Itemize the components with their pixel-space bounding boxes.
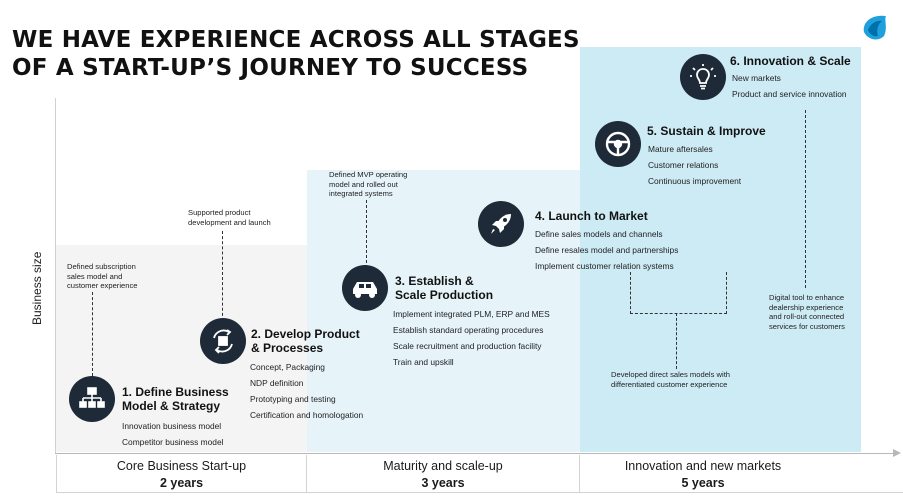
phase-name: Innovation and new markets: [624, 459, 782, 473]
list-item: Implement customer relation systems: [535, 261, 674, 271]
phase-name: Maturity and scale-up: [383, 459, 503, 473]
list-item: Implement integrated PLM, ERP and MES: [393, 309, 550, 319]
connector-line: [630, 313, 727, 314]
list-item: Certification and homologation: [250, 410, 364, 420]
step-6-items: New markets Product and service innovati…: [732, 70, 847, 102]
step-4-items: Define sales models and channels Define …: [535, 226, 678, 274]
connector-line: [92, 292, 93, 376]
list-item: New markets: [732, 73, 781, 83]
list-item: Define resales model and partnerships: [535, 245, 679, 255]
step-3-title: 3. Establish & Scale Production: [395, 274, 494, 302]
phase-innovation: Innovation and new markets 5 years: [580, 455, 903, 493]
phase-duration: 2 years: [159, 476, 204, 490]
step-1-title: 1. Define Business Model & Strategy: [122, 385, 229, 413]
step-6-title: 6. Innovation & Scale: [730, 54, 851, 68]
zone-innovation: [580, 47, 861, 452]
note-digital-tool: Digital tool to enhance dealership exper…: [769, 293, 845, 331]
gear-cycle-icon: [200, 318, 246, 364]
connector-line: [366, 200, 367, 268]
list-item: Train and upskill: [393, 357, 454, 367]
list-item: Define sales models and channels: [535, 229, 663, 239]
phase-maturity: Maturity and scale-up 3 years: [307, 455, 580, 493]
steering-wheel-icon: [595, 121, 641, 167]
list-item: Continuous improvement: [648, 176, 742, 186]
connector-line: [726, 272, 727, 314]
list-item: Mature aftersales: [648, 144, 713, 154]
note-supported: Supported product development and launch: [188, 208, 271, 227]
phase-core-startup: Core Business Start-up 2 years: [56, 455, 307, 493]
y-axis: [55, 98, 56, 454]
connector-line: [222, 231, 223, 321]
y-axis-label: Business size: [30, 251, 44, 325]
org-chart-icon: [69, 376, 115, 422]
phase-name: Core Business Start-up: [116, 459, 247, 473]
list-item: NDP definition: [250, 378, 304, 388]
note-mvp: Defined MVP operating model and rolled o…: [329, 170, 408, 198]
rocket-icon: [478, 201, 524, 247]
x-axis: [55, 453, 895, 454]
lightbulb-icon: [680, 54, 726, 100]
company-logo: [858, 10, 892, 44]
step-3-items: Implement integrated PLM, ERP and MES Es…: [393, 306, 550, 370]
list-item: Customer relations: [648, 160, 719, 170]
connector-line: [805, 110, 806, 288]
step-5-title: 5. Sustain & Improve: [647, 124, 766, 138]
step-2-items: Concept, Packaging NDP definition Protot…: [250, 359, 363, 423]
connector-line: [630, 272, 631, 314]
list-item: Scale recruitment and production facilit…: [393, 341, 542, 351]
list-item: Establish standard operating procedures: [393, 325, 544, 335]
list-item: Concept, Packaging: [250, 362, 325, 372]
zone-maturity: [307, 170, 580, 452]
list-item: Innovation business model: [122, 421, 222, 431]
phase-duration: 3 years: [421, 476, 465, 490]
step-1-items: Innovation business model Competitor bus…: [122, 418, 223, 450]
phase-duration: 5 years: [681, 476, 725, 490]
note-direct-sales: Developed direct sales models with diffe…: [611, 370, 731, 389]
list-item: Product and service innovation: [732, 89, 847, 99]
x-axis-arrow-icon: [893, 449, 901, 457]
page-title: WE HAVE EXPERIENCE ACROSS ALL STAGES OF …: [12, 27, 580, 81]
step-5-items: Mature aftersales Customer relations Con…: [648, 141, 741, 189]
step-2-title: 2. Develop Product & Processes: [251, 327, 360, 355]
step-4-title: 4. Launch to Market: [535, 209, 648, 223]
car-icon: [342, 265, 388, 311]
list-item: Prototyping and testing: [250, 394, 336, 404]
list-item: Competitor business model: [122, 437, 224, 447]
note-subscription: Defined subscription sales model and cus…: [67, 262, 138, 290]
connector-line: [676, 313, 677, 369]
